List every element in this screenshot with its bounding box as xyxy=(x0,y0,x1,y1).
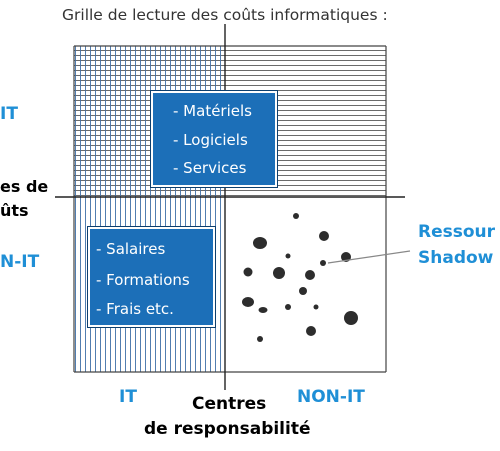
dot xyxy=(257,336,263,342)
bottom-label-non-it: NON-IT xyxy=(297,387,365,407)
left-label-non-it: N-IT xyxy=(0,252,40,272)
dot xyxy=(313,304,319,310)
left-label-it: IT xyxy=(0,104,18,124)
right-label-line2: Shadow xyxy=(418,248,494,268)
box-it-costs: - Matériels - Logiciels - Services xyxy=(150,90,278,188)
dot xyxy=(258,307,268,313)
box-non-it-costs: - Salaires - Formations - Frais etc. xyxy=(87,226,216,328)
left-label-costs-line2: ûts xyxy=(0,201,29,220)
bottom-label-centres: Centres xyxy=(192,394,267,414)
dot xyxy=(293,213,299,219)
box-non-it-item: - Frais etc. xyxy=(96,300,174,318)
box-it-item: - Logiciels xyxy=(173,131,248,149)
dot xyxy=(299,287,307,295)
dot xyxy=(319,231,329,241)
box-non-it-item: - Salaires xyxy=(96,240,166,258)
box-it-item: - Matériels xyxy=(173,102,252,120)
dot xyxy=(320,260,326,266)
dot xyxy=(344,311,358,325)
dot xyxy=(285,304,291,310)
dot xyxy=(242,297,254,307)
dot xyxy=(305,270,315,280)
shadow-it-pointer xyxy=(327,250,411,264)
shadow-it-dots xyxy=(242,213,358,342)
dot xyxy=(243,267,253,277)
dot xyxy=(273,267,285,279)
right-label-line1: Ressour xyxy=(418,222,496,242)
box-non-it-item: - Formations xyxy=(96,271,190,289)
bottom-label-responsabilite: de responsabilité xyxy=(144,419,311,439)
left-label-costs-line1: es de xyxy=(0,177,49,196)
dot xyxy=(253,237,267,249)
bottom-label-it: IT xyxy=(119,387,137,407)
box-it-item: - Services xyxy=(173,159,247,177)
dot xyxy=(306,326,316,336)
diagram-title: Grille de lecture des coûts informatique… xyxy=(62,6,388,24)
dot xyxy=(285,253,291,259)
